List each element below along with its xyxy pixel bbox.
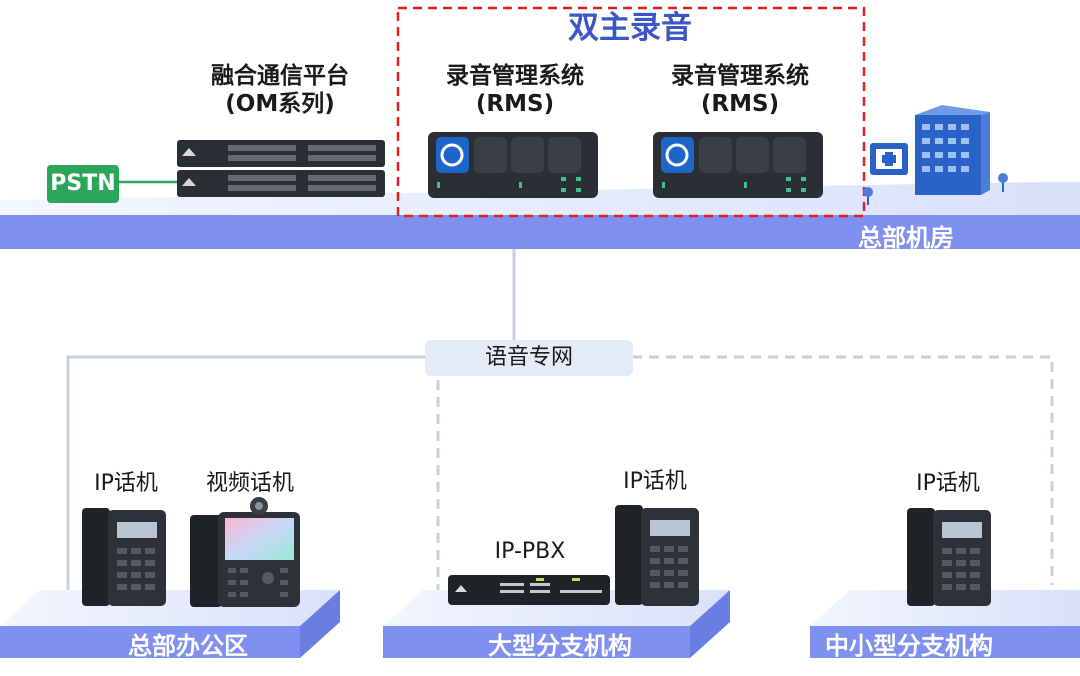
om-device — [177, 140, 385, 197]
large-branch-platform — [383, 590, 730, 658]
rms1-label-line1: 录音管理系统 — [446, 63, 584, 89]
ip-phone-large-branch — [615, 505, 699, 606]
om-label-line1: 融合通信平台 — [211, 63, 349, 89]
ip-phone-small-branch — [907, 508, 991, 606]
hq-office-label: 总部办公区 — [128, 632, 248, 660]
dual-recording-box — [396, 6, 866, 218]
small-branch-label: 中小型分支机构 — [825, 632, 993, 660]
hq-room-label: 总部机房 — [858, 224, 954, 252]
om-label-line2: (OM系列) — [225, 91, 335, 117]
large-branch-label: 大型分支机构 — [488, 632, 632, 660]
network-lines — [66, 249, 1054, 595]
hq-video-phone-label: 视频话机 — [205, 471, 294, 496]
building-icon — [863, 105, 1008, 205]
small-branch-platform — [810, 590, 1080, 658]
rms1-label-line2: (RMS) — [475, 91, 555, 117]
ip-pbx-device — [448, 575, 610, 605]
rms2-label-line2: (RMS) — [700, 91, 780, 117]
ippbx-label: IP-PBX — [494, 539, 566, 564]
small-branch-ip-phone-label: IP话机 — [916, 471, 980, 496]
large-branch-ip-phone-label: IP话机 — [623, 469, 687, 494]
voice-network-badge: 语音专网 — [425, 340, 633, 376]
rms-device-2 — [653, 132, 823, 198]
rms-device-1 — [428, 132, 598, 198]
hq-ip-phone-label: IP话机 — [94, 471, 158, 496]
pstn-badge: PSTN — [47, 165, 119, 203]
video-phone-hq — [190, 497, 300, 607]
ip-phone-hq — [82, 508, 166, 606]
rms2-label-line1: 录音管理系统 — [671, 63, 809, 89]
dual-recording-title: 双主录音 — [568, 10, 692, 46]
